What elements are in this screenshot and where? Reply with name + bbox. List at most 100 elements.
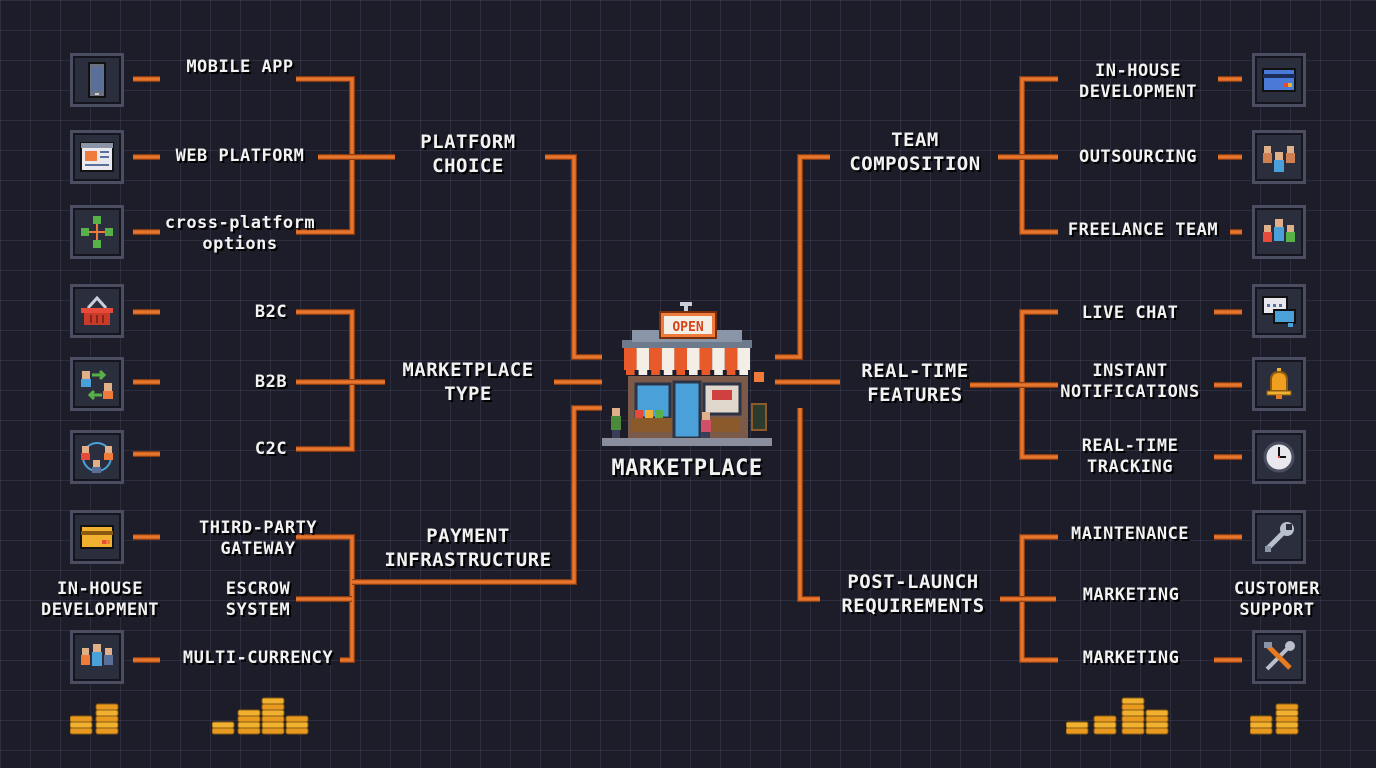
coin <box>212 727 235 735</box>
coin <box>95 721 119 729</box>
awning-stripe <box>737 348 750 370</box>
tools-icon <box>1252 630 1306 684</box>
connector-line-shadow <box>775 154 830 360</box>
awning-stripe <box>724 348 738 370</box>
awning-stripe <box>636 348 650 370</box>
coin <box>237 721 261 729</box>
awning-scallop <box>626 370 635 375</box>
awning-scallop <box>663 370 673 375</box>
awning-stripe <box>699 348 713 370</box>
coin <box>1145 721 1169 729</box>
coin <box>95 703 119 711</box>
coin <box>95 727 119 735</box>
coin <box>1093 727 1117 735</box>
central-title: MARKETPLACE <box>611 456 763 481</box>
phone-icon <box>70 53 124 107</box>
coin <box>1093 715 1117 723</box>
connector-line <box>352 406 602 584</box>
coin <box>1121 703 1145 711</box>
coin <box>70 715 93 723</box>
network-icon <box>70 205 124 259</box>
item-web-platform: WEB PLATFORM <box>175 146 305 166</box>
coin <box>1275 703 1299 711</box>
coins-stack-icon <box>1250 703 1299 735</box>
coins-stack-icon <box>70 703 119 735</box>
browser-icon <box>70 130 124 184</box>
coin <box>1145 709 1169 717</box>
awning-scallop <box>638 370 648 375</box>
open-sign: OPEN <box>672 320 703 335</box>
item-freelance-team: FREELANCE TEAM <box>1067 220 1219 240</box>
awning-scallop <box>701 370 711 375</box>
bell-icon <box>1252 357 1306 411</box>
awning-scallop <box>739 370 748 375</box>
chat-icon <box>1252 284 1306 338</box>
item-multi-currency: MULTI-CURRENCY <box>182 648 334 668</box>
coin <box>1275 709 1299 717</box>
credit-card-icon <box>70 510 124 564</box>
coin <box>261 721 285 729</box>
coin <box>1275 721 1299 729</box>
coin <box>261 709 285 717</box>
awning-scallop <box>714 370 723 375</box>
awning-scallop <box>676 370 685 375</box>
coin <box>285 721 309 729</box>
awning-stripe <box>712 348 725 370</box>
item-c2c: C2C <box>254 439 288 459</box>
coin <box>212 721 235 729</box>
coins-stack-icon <box>212 697 309 735</box>
coin <box>285 715 309 723</box>
coin <box>1250 721 1273 729</box>
coin <box>1121 709 1145 717</box>
coin <box>1121 727 1145 735</box>
exchange-people-icon <box>70 357 124 411</box>
item-mobile-app: MOBILE APP <box>186 57 294 77</box>
coin <box>70 727 93 735</box>
coin <box>1275 727 1299 735</box>
coin <box>261 715 285 723</box>
storefront-icon: OPEN <box>602 302 772 446</box>
connector-line <box>798 408 820 601</box>
awning-stripe <box>674 348 687 370</box>
awning-stripe <box>649 348 662 370</box>
connector-line <box>775 155 830 359</box>
coin <box>1250 715 1273 723</box>
coin <box>237 709 261 717</box>
awning-stripe <box>661 348 675 370</box>
coin <box>1121 715 1145 723</box>
item-b2c: B2C <box>254 302 288 322</box>
item-b2b: B2B <box>254 372 288 392</box>
coin <box>261 697 285 705</box>
coin <box>261 703 285 711</box>
coin <box>237 727 261 735</box>
coin <box>1145 727 1169 735</box>
coin <box>1121 697 1145 705</box>
group-icon <box>1252 130 1306 184</box>
coin <box>1121 721 1145 729</box>
coin <box>95 709 119 717</box>
coin <box>1093 721 1117 729</box>
awning-scallop <box>726 370 736 375</box>
coin <box>1066 721 1089 729</box>
item-marketing-2: MARKETING <box>1082 648 1180 668</box>
awning-scallop <box>651 370 660 375</box>
item-outsourcing: OUTSOURCING <box>1078 147 1198 167</box>
coin <box>1066 727 1089 735</box>
coin <box>70 721 93 729</box>
awning-scallop <box>689 370 698 375</box>
awning-stripe <box>624 348 637 370</box>
coin <box>285 727 309 735</box>
